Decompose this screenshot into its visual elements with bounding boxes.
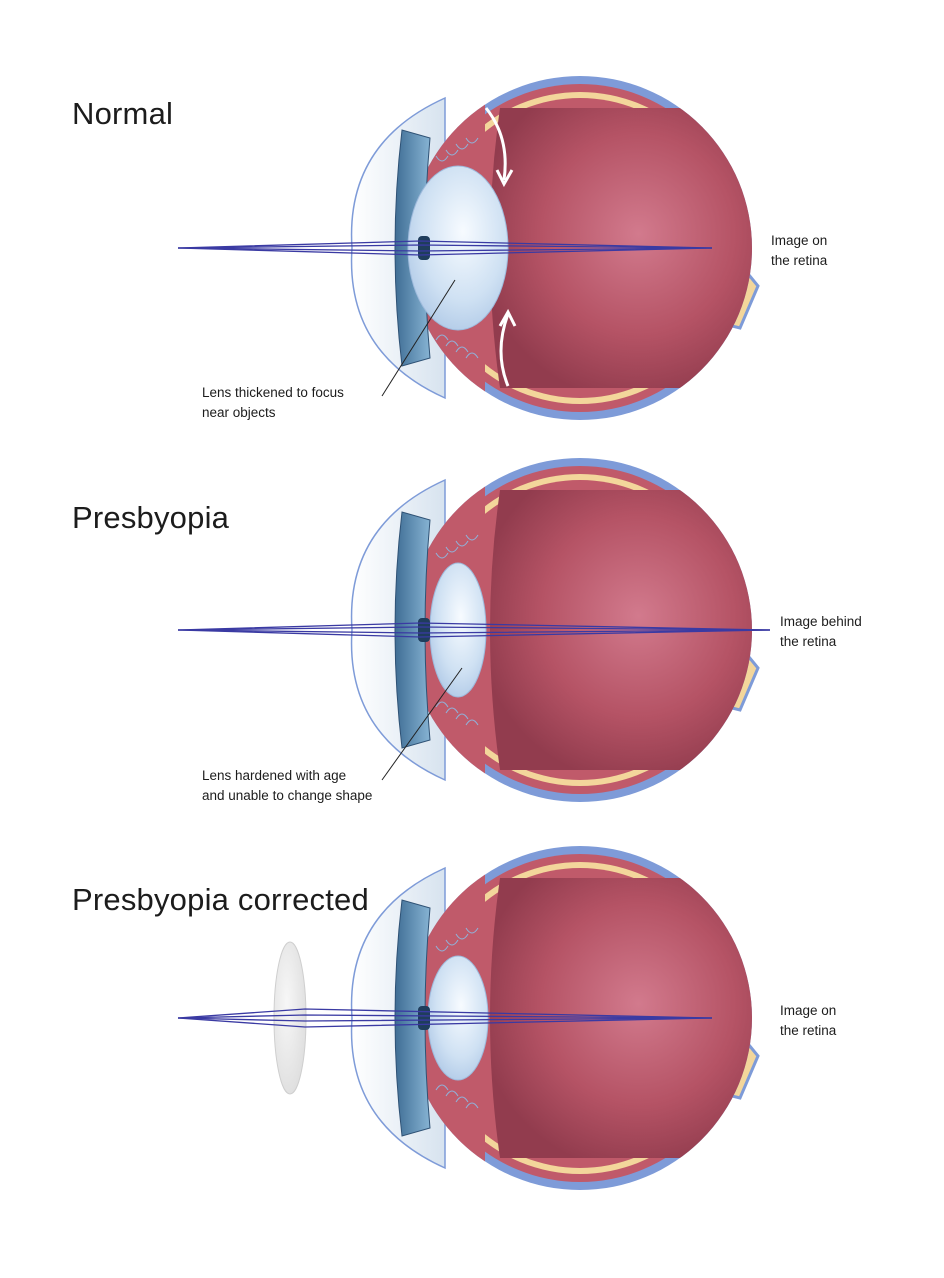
zonule-fibre-normal	[465, 137, 479, 144]
light-rays-normal	[177, 240, 713, 256]
light-ray-presbyopia-corrected	[177, 1008, 713, 1019]
zonule-fibre-presbyopia-corrected	[465, 1102, 479, 1109]
zonule-fibre-presbyopia-corrected	[445, 939, 459, 946]
lens-label-leader-presbyopia	[381, 667, 463, 781]
zonule-fibre-presbyopia-corrected	[435, 1084, 449, 1091]
zonule-fibre-presbyopia	[465, 719, 479, 726]
lens-presbyopia-corrected	[427, 955, 489, 1081]
accommodation-arrow-top	[484, 107, 507, 181]
zonule-fibre-normal	[435, 155, 449, 162]
eye-normal	[177, 76, 760, 420]
panel-title-presbyopia-corrected: Presbyopia corrected	[72, 882, 369, 917]
light-ray-normal	[177, 244, 713, 249]
light-rays-presbyopia	[177, 622, 771, 638]
pupil-presbyopia-corrected	[418, 1006, 430, 1030]
zonule-fibre-presbyopia	[465, 534, 479, 541]
iris-presbyopia-corrected	[394, 899, 431, 1137]
zonule-fibre-presbyopia	[435, 701, 449, 708]
light-ray-presbyopia	[177, 629, 771, 634]
accommodation-arrow-bottom	[499, 313, 510, 387]
zonule-fibre-normal	[465, 352, 479, 359]
arrow-head-bottom	[498, 308, 517, 327]
light-ray-presbyopia-corrected	[177, 1017, 713, 1028]
light-ray-normal	[177, 240, 713, 249]
zonule-fibre-presbyopia	[455, 713, 469, 720]
zonule-fibre-presbyopia-corrected	[445, 1090, 459, 1097]
light-ray-presbyopia	[177, 622, 771, 631]
zonule-fibre-presbyopia	[455, 540, 469, 547]
light-ray-normal	[177, 247, 713, 256]
light-ray-presbyopia	[177, 626, 771, 631]
zonule-fibre-normal	[445, 340, 459, 347]
pupil-normal	[418, 236, 430, 260]
light-rays-presbyopia-corrected	[177, 1008, 713, 1028]
lens-normal	[407, 165, 509, 331]
zonule-fibre-presbyopia-corrected	[455, 933, 469, 940]
eye-presbyopia-corrected	[177, 846, 760, 1190]
zonule-fibre-presbyopia	[435, 552, 449, 559]
panel-title-presbyopia: Presbyopia	[72, 500, 230, 535]
zonule-fibre-presbyopia	[445, 707, 459, 714]
arrow-head-top	[495, 169, 514, 188]
zonule-fibre-presbyopia	[445, 546, 459, 553]
light-ray-presbyopia	[177, 629, 771, 638]
lens-presbyopia	[429, 562, 487, 698]
light-ray-normal	[177, 247, 713, 252]
zonule-fibre-presbyopia-corrected	[435, 945, 449, 952]
lens-label-leader-normal	[381, 279, 456, 397]
light-ray-presbyopia-corrected	[177, 1017, 713, 1022]
light-ray-presbyopia-corrected	[177, 1014, 713, 1019]
eye-presbyopia	[177, 458, 771, 802]
panel-title-normal: Normal	[72, 96, 174, 131]
vitreous-presbyopia	[490, 490, 752, 770]
zonule-fibre-normal	[435, 334, 449, 341]
iris-presbyopia	[394, 511, 431, 749]
corrective-lens	[273, 941, 307, 1095]
pupil-presbyopia	[418, 618, 430, 642]
zonule-fibre-normal	[455, 143, 469, 150]
vitreous-normal	[490, 108, 752, 388]
zonule-fibre-normal	[455, 346, 469, 353]
zonule-fibre-normal	[445, 149, 459, 156]
zonule-fibre-presbyopia-corrected	[465, 927, 479, 934]
zonule-fibre-presbyopia-corrected	[455, 1096, 469, 1103]
